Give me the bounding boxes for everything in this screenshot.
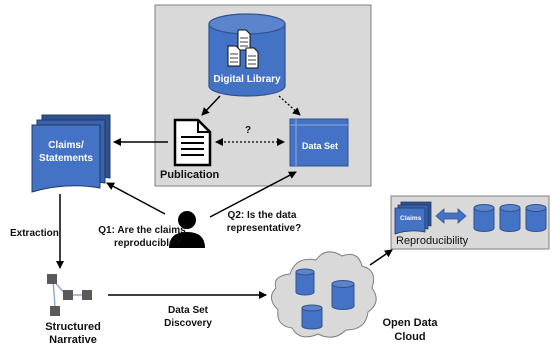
data-set-icon [289, 118, 349, 167]
cloud-databases-icon [295, 268, 355, 330]
structured-narrative-line1: Structured [45, 321, 101, 333]
q1-line2: reproducible? [114, 238, 181, 249]
structured-narrative-graph-icon [47, 274, 92, 316]
publication-label: Publication [160, 169, 220, 181]
discovery-line2: Discovery [164, 318, 212, 329]
library-to-dataset-arrow [278, 95, 301, 116]
extraction-label: Extraction [10, 228, 59, 239]
claims-label-line1: Claims/ [48, 140, 84, 151]
repro-databases-icon [473, 204, 547, 232]
repro-claims-label: Claims [400, 215, 422, 222]
discovery-line1: Data Set [168, 305, 209, 316]
publication-icon [173, 118, 212, 167]
library-to-publication-arrow [201, 95, 221, 116]
person-to-dataset-arrow [209, 171, 297, 218]
repro-claims-icon [394, 201, 432, 235]
digital-library-icon [208, 13, 286, 97]
unknown-link-label: ? [245, 125, 251, 136]
structured-narrative-line2: Narrative [49, 334, 97, 346]
open-data-cloud-line1: Open Data [382, 317, 438, 329]
person-to-claims-arrow [106, 182, 166, 215]
q2-line2: representative? [227, 223, 301, 234]
reproducibility-label: Reproducibility [396, 235, 469, 247]
digital-library-label: Digital Library [213, 74, 281, 85]
q1-line1: Q1: Are the claims [98, 225, 186, 236]
data-set-label: Data Set [302, 141, 338, 151]
open-data-cloud-line2: Cloud [394, 331, 425, 343]
q2-line1: Q2: Is the data [228, 210, 297, 221]
claims-label-line2: Statements [39, 153, 93, 164]
stacked-documents-icon [227, 29, 259, 69]
cloud-icon [271, 251, 377, 338]
claims-statements-icon [31, 114, 111, 193]
cloud-to-reproducibility-arrow [369, 249, 393, 266]
person-icon [169, 211, 205, 248]
double-arrow-icon [435, 208, 467, 224]
